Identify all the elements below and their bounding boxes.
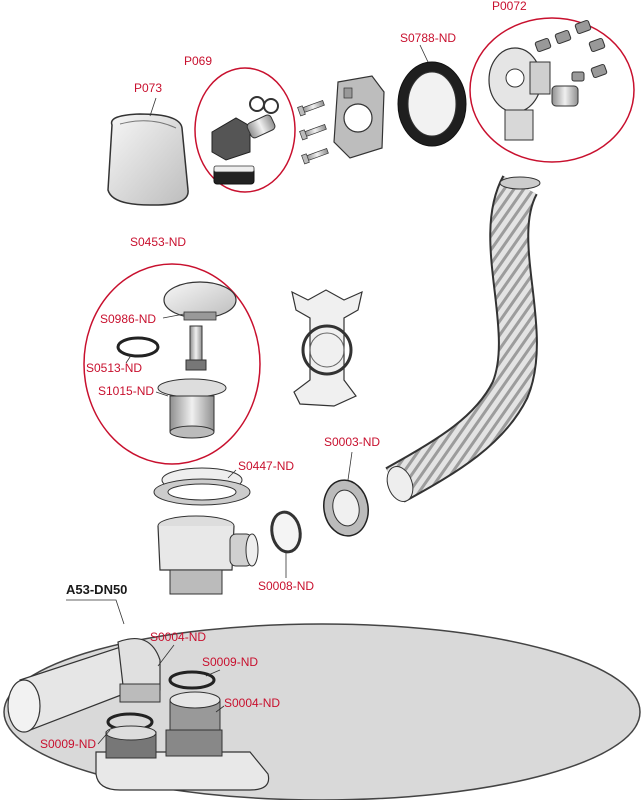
leader-s0986 (162, 313, 185, 319)
label-s0004-top: S0004-ND (150, 630, 206, 644)
union-nut-s0003 (323, 479, 369, 537)
label-p073: P073 (134, 81, 162, 95)
plug-cap-s0986 (163, 281, 237, 321)
leader-s0009-right (205, 669, 221, 677)
flange-ring-s0447 (153, 467, 251, 506)
leader-a53 (66, 599, 125, 625)
label-s0788: S0788-ND (400, 31, 456, 45)
leader-s0513 (125, 353, 133, 364)
seal-ring-s0008 (270, 510, 302, 554)
plug-spindle (185, 325, 207, 371)
label-s0008: S0008-ND (258, 579, 314, 593)
label-s0004-bottom: S0004-ND (224, 696, 280, 710)
label-s0447: S0447-ND (238, 459, 294, 473)
label-s0986: S0986-ND (100, 312, 156, 326)
leader-s0003 (347, 451, 353, 481)
waste-body-s1015 (157, 378, 227, 439)
overflow-elbow-p069 (211, 96, 279, 185)
trap-body (157, 515, 259, 595)
gasket-s0788 (397, 61, 467, 147)
leader-s0009-left (97, 729, 111, 745)
leader-p073 (149, 97, 157, 117)
siphon-pipe-assembly (7, 638, 270, 791)
label-p069: P069 (184, 54, 212, 68)
leader-s1015 (155, 391, 169, 397)
label-s1015: S1015-ND (98, 384, 154, 398)
label-a53-dn50: A53-DN50 (66, 582, 127, 597)
label-s0009-left: S0009-ND (40, 737, 96, 751)
label-s0513: S0513-ND (86, 361, 142, 375)
o-ring-s0513 (116, 336, 160, 358)
leader-s0004-bottom (215, 705, 225, 713)
leader-s0447 (227, 469, 237, 479)
cover-cap-p073 (107, 113, 189, 206)
leader-s0788 (419, 44, 429, 63)
label-p0072: P0072 (492, 0, 527, 13)
leader-s0004-top (157, 644, 175, 667)
mounting-plate (333, 75, 385, 159)
label-s0009-right: S0009-ND (202, 655, 258, 669)
label-s0003: S0003-ND (324, 435, 380, 449)
inlet-body-p0072 (488, 19, 608, 141)
spanner-tool (291, 289, 363, 407)
label-s0453: S0453-ND (130, 235, 186, 249)
mounting-screws (297, 100, 329, 165)
